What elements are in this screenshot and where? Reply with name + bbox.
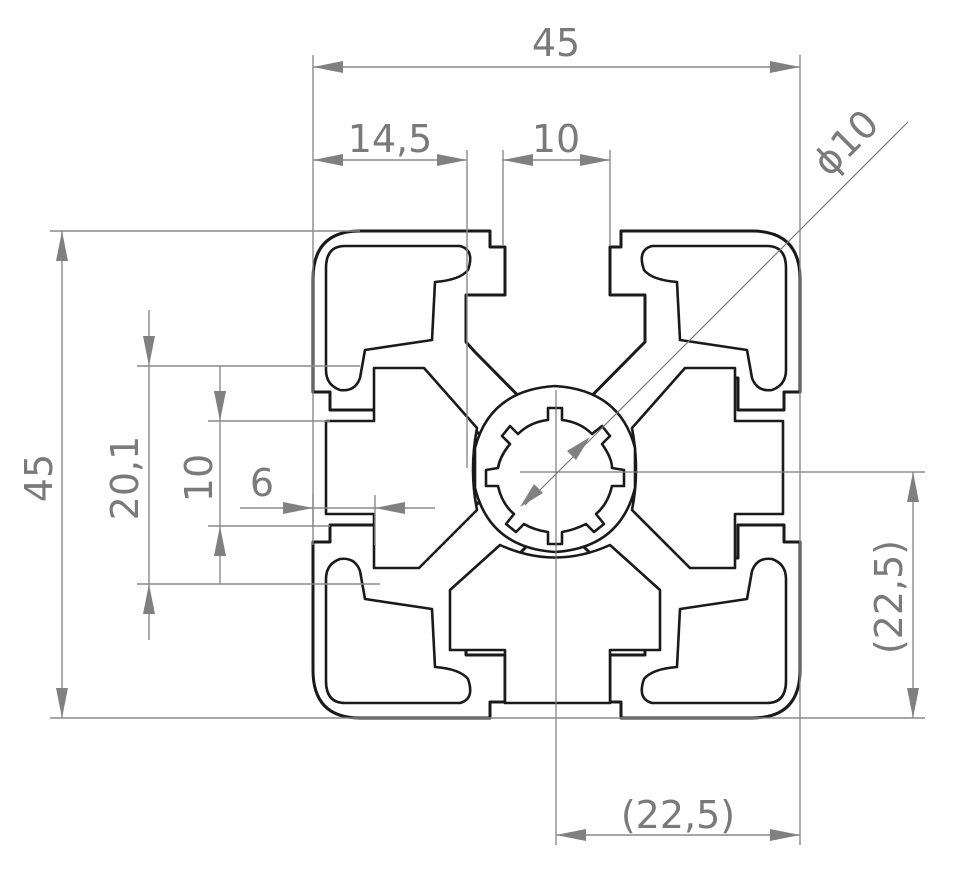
dim-slot-width: 10 [532,117,580,161]
pocket-top-right [640,244,788,392]
dim-half-height: (22,5) [867,540,911,654]
center-lines [520,121,925,845]
dim-half-width: (22,5) [621,793,735,837]
dim-overall-height: 45 [17,454,61,502]
dim-slot-lip: 6 [250,461,274,505]
dim-bore-diameter: ϕ10 [804,101,887,184]
dim-slot-inner: 10 [177,454,221,502]
dimension-labels: 45 14,5 10 ϕ10 45 20,1 10 6 (22,5) (22,5… [17,21,911,837]
profile-outline [311,229,802,720]
pocket-bottom-right [640,557,788,705]
pocket-top-left [324,244,472,392]
dim-overall-width: 45 [532,21,580,65]
cavity-left [324,366,479,570]
pocket-bottom-left [324,557,472,705]
center-bore [484,406,626,546]
arrowheads [56,61,919,841]
dim-slot-depth: 20,1 [103,436,147,521]
cavity-bottom [448,543,662,705]
dim-left-offset: 14,5 [348,117,433,161]
